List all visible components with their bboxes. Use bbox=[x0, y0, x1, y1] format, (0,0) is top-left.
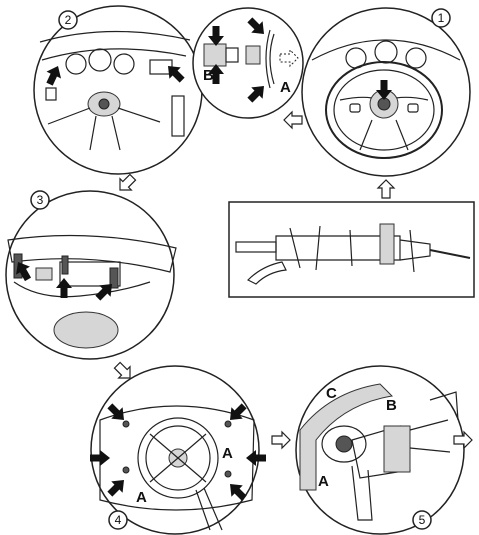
step4-badge bbox=[108, 510, 128, 530]
clock-spring bbox=[99, 405, 255, 531]
flow-arrow-icon bbox=[377, 179, 395, 199]
step4-label-a-right: A bbox=[222, 445, 233, 462]
step5-label-b: B bbox=[386, 397, 397, 414]
step3-badge bbox=[30, 190, 50, 210]
step1-number: 1 bbox=[438, 11, 445, 25]
step5-badge bbox=[412, 510, 432, 530]
step2-label-a: A bbox=[280, 79, 291, 96]
flow-arrow-icon bbox=[271, 431, 291, 449]
step5-label-a: A bbox=[318, 473, 329, 490]
step2-label-b: B bbox=[203, 67, 214, 84]
column-switch bbox=[299, 383, 459, 521]
step5-panel: C B A 5 bbox=[295, 365, 473, 535]
steering-column-panel bbox=[228, 201, 475, 298]
flow-arrow-icon bbox=[283, 111, 303, 129]
step4-label-a-left: A bbox=[136, 489, 147, 506]
dashboard-interior bbox=[39, 30, 191, 151]
flow-arrow-icon bbox=[113, 171, 139, 197]
step4-panel: A A 4 bbox=[90, 365, 266, 535]
step5-label-c: C bbox=[326, 385, 337, 402]
step2-number: 2 bbox=[65, 13, 72, 27]
step1-badge bbox=[431, 8, 451, 28]
pull-direction-icon bbox=[279, 48, 299, 68]
step3-number: 3 bbox=[37, 193, 44, 207]
step2-panel: 2 B A bbox=[33, 5, 304, 175]
connector-inset: B A bbox=[192, 7, 304, 119]
instrument-cluster bbox=[7, 234, 177, 349]
step5-number: 5 bbox=[419, 513, 426, 527]
step3-panel: 3 bbox=[5, 190, 177, 360]
steering-column bbox=[235, 223, 471, 285]
steering-wheel bbox=[325, 61, 443, 159]
step4-number: 4 bbox=[115, 513, 122, 527]
step2-badge bbox=[58, 10, 78, 30]
step1-panel: 1 bbox=[301, 7, 471, 177]
